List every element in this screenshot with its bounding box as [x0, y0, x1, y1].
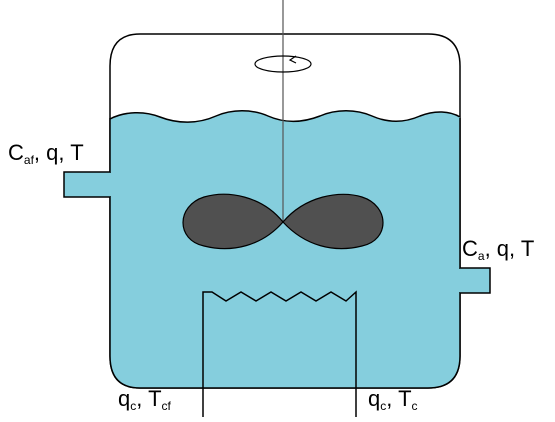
outlet-label: Ca, q, T [462, 236, 535, 263]
coolant-outlet-temperature-symbol: , T [386, 386, 412, 411]
coolant-inlet-temperature-symbol: , T [136, 386, 162, 411]
outlet-pipe [460, 267, 491, 294]
rotation-arrow-icon [254, 55, 312, 73]
coolant-inlet-temperature-subscript: cf [161, 399, 171, 413]
coolant-outlet-flow-subscript: c [380, 399, 387, 413]
rotation-arrowhead-icon [288, 55, 297, 64]
coolant-outlet-label: qc, Tc [368, 386, 418, 413]
coolant-inlet-label: qc, Tcf [118, 386, 171, 413]
inlet-pipe-gap [109, 173, 112, 196]
feed-flow-temperature: , q, T [33, 140, 84, 165]
feed-concentration-symbol: C [8, 140, 24, 165]
outlet-concentration-symbol: C [462, 236, 478, 261]
outlet-flow-temperature: , q, T [484, 236, 535, 261]
tank-lower-outline [109, 118, 461, 389]
coolant-inlet-flow-subscript: c [130, 399, 137, 413]
outlet-concentration-subscript: a [477, 249, 485, 263]
cooling-coil [202, 290, 357, 417]
coolant-inlet-flow-symbol: q [118, 386, 131, 411]
outlet-pipe-gap [458, 269, 461, 292]
feed-label: Caf, q, T [8, 140, 84, 167]
coolant-outlet-temperature-subscript: c [411, 399, 418, 413]
inlet-pipe [63, 171, 110, 198]
impeller-blade-right [282, 193, 384, 250]
liquid-surface [109, 110, 461, 123]
liquid [110, 110, 460, 388]
feed-concentration-subscript: af [23, 153, 34, 167]
impeller-blade-left [182, 193, 284, 250]
coolant-outlet-flow-symbol: q [368, 386, 381, 411]
